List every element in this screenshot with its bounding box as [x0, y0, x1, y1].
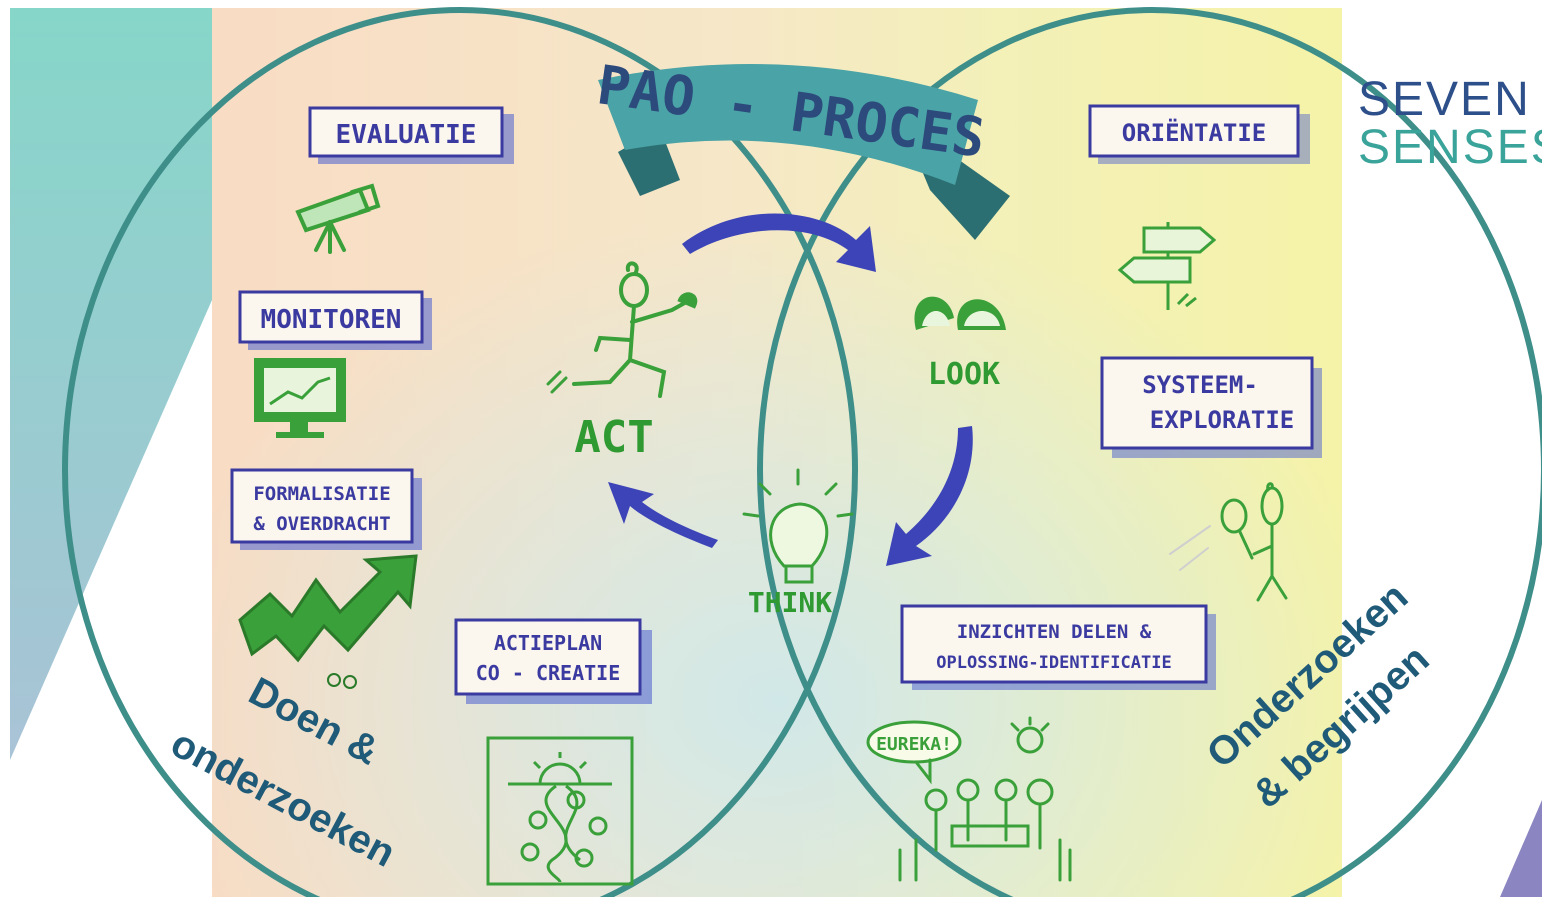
lightbulb-icon	[742, 468, 854, 584]
roadmap-icon	[486, 736, 634, 886]
eyes-icon	[914, 296, 1006, 330]
seven-senses-logo: SEVEN SENSES	[1358, 73, 1542, 174]
label-systeem-exploratie: SYSTEEM- EXPLORATIE	[1100, 356, 1322, 458]
monitor-chart-icon	[254, 358, 346, 438]
corner-accent	[1500, 800, 1542, 897]
label-orientatie: ORIËNTATIE	[1088, 104, 1310, 164]
svg-text:INZICHTEN DELEN &: INZICHTEN DELEN &	[957, 621, 1152, 643]
telescope-icon	[295, 183, 381, 254]
label-monitoren: MONITOREN	[238, 290, 432, 350]
logo-line1: SEVEN	[1358, 73, 1531, 126]
svg-text:ORIËNTATIE: ORIËNTATIE	[1122, 118, 1267, 147]
running-person-icon	[546, 261, 698, 398]
svg-text:ACTIEPLAN: ACTIEPLAN	[494, 631, 602, 655]
svg-text:SYSTEEM-: SYSTEEM-	[1142, 371, 1258, 399]
meeting-people-icon: EUREKA!	[866, 716, 1072, 882]
think-label: THINK	[748, 586, 832, 619]
svg-text:OPLOSSING-IDENTIFICATIE: OPLOSSING-IDENTIFICATIE	[936, 653, 1171, 673]
svg-text:EVALUATIE: EVALUATIE	[336, 120, 477, 150]
look-label: LOOK	[928, 357, 1000, 392]
label-formalisatie: FORMALISATIE & OVERDRACHT	[230, 468, 422, 550]
svg-text:EXPLORATIE: EXPLORATIE	[1150, 406, 1295, 434]
svg-text:MONITOREN: MONITOREN	[261, 305, 402, 335]
svg-text:& OVERDRACHT: & OVERDRACHT	[253, 513, 390, 535]
right-venn-circle	[757, 7, 1542, 897]
svg-text:FORMALISATIE: FORMALISATIE	[253, 483, 390, 505]
label-evaluatie: EVALUATIE	[308, 106, 514, 164]
teal-side-panel	[10, 8, 212, 760]
act-label: ACT	[574, 412, 653, 463]
label-actieplan: ACTIEPLAN CO - CREATIE	[454, 618, 652, 704]
magnifier-person-icon	[1169, 482, 1288, 602]
cycle-arrows	[608, 213, 973, 566]
signpost-icon	[1117, 222, 1217, 310]
rising-arrow-icon	[238, 554, 418, 689]
left-venn-circle	[62, 7, 858, 897]
label-inzichten: INZICHTEN DELEN & OPLOSSING-IDENTIFICATI…	[900, 604, 1216, 690]
eureka-text: EUREKA!	[876, 734, 952, 755]
logo-line2: SENSES	[1358, 121, 1542, 174]
svg-text:CO - CREATIE: CO - CREATIE	[476, 661, 621, 685]
